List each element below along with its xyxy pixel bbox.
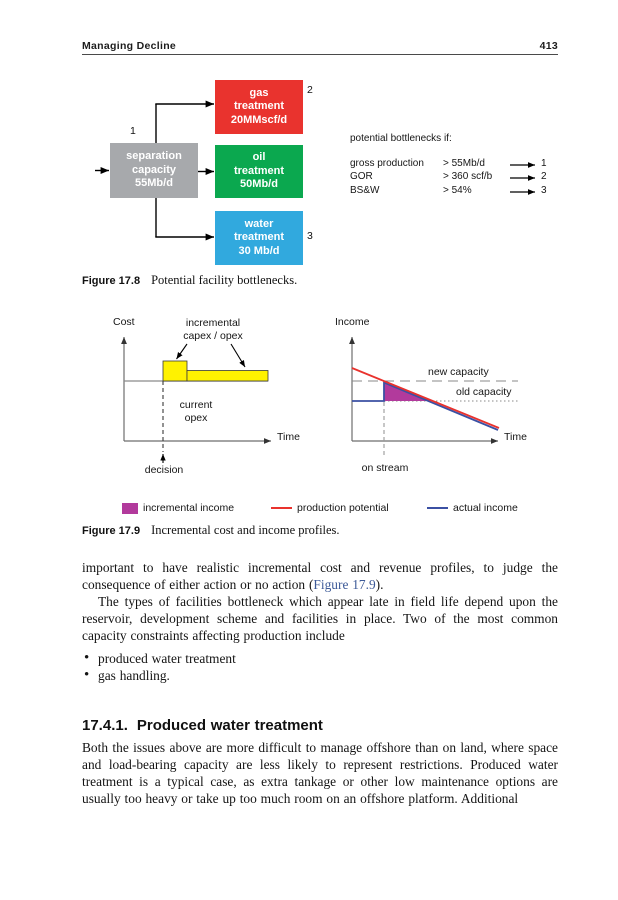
legend-label-production-potential: production potential — [297, 502, 389, 514]
bullet-icon: • — [84, 667, 90, 683]
legend-swatch-actual-income — [427, 507, 448, 509]
bottleneck-ref: 3 — [541, 185, 547, 196]
running-header: Managing Decline — [82, 40, 177, 52]
paragraph-1-end: ). — [375, 577, 384, 592]
diagram-marker-1: 1 — [130, 125, 136, 137]
diagram-marker-2: 2 — [307, 84, 313, 96]
figure-17-8-caption-text: Potential facility bottlenecks. — [151, 273, 298, 287]
legend-swatch-incremental-income — [122, 503, 138, 514]
diagram-marker-3: 3 — [307, 230, 313, 242]
new-capacity-label: new capacity — [428, 366, 489, 378]
header-rule — [82, 54, 558, 55]
bottleneck-condition: > 360 scf/b — [443, 171, 493, 182]
bottlenecks-title: potential bottlenecks if: — [350, 133, 452, 144]
page-number: 413 — [539, 40, 558, 52]
bottleneck-ref: 2 — [541, 171, 547, 182]
current-opex-label: current opex — [179, 399, 213, 424]
diagram-arrows — [95, 100, 214, 241]
paragraph-1-text: important to have realistic incremental … — [82, 560, 558, 592]
bottleneck-condition: > 54% — [443, 185, 472, 196]
time-axis-label-left: Time — [277, 431, 300, 443]
cost-axis-label: Cost — [113, 316, 135, 328]
time-axis-label-right: Time — [504, 431, 527, 443]
section-title: Produced water treatment — [136, 717, 323, 734]
bullet-item: • gas handling. — [84, 667, 558, 684]
figure-17-9-caption-label: Figure 17.9 — [82, 525, 141, 537]
section-heading: 17.4.1. Produced water treatment — [82, 717, 558, 734]
bottleneck-condition: > 55Mb/d — [443, 158, 485, 169]
oil-treatment-box: oil treatment 50Mb/d — [215, 145, 303, 198]
bottleneck-arrow — [510, 162, 535, 168]
bottleneck-ref: 1 — [541, 158, 547, 169]
legend-label-actual-income: actual income — [453, 502, 518, 514]
bullet-icon: • — [84, 650, 90, 666]
figure-17-9-caption: Figure 17.9 Incremental cost and income p… — [82, 521, 340, 539]
figure-17-8-caption-label: Figure 17.8 — [82, 275, 141, 287]
figure-17-9-charts — [121, 337, 518, 463]
separation-capacity-box: separation capacity 55Mb/d — [110, 143, 198, 198]
on-stream-label: on stream — [361, 462, 409, 474]
bottleneck-row: gross production — [350, 158, 424, 169]
paragraph-2: The types of facilities bottleneck which… — [82, 594, 558, 643]
legend-label-incremental-income: incremental income — [143, 502, 235, 514]
body-text: important to have realistic incremental … — [82, 559, 558, 807]
paragraph-3: Both the issues above are more difficult… — [82, 740, 558, 806]
bullet-text: gas handling. — [98, 668, 170, 683]
figure-17-9-caption-text: Incremental cost and income profiles. — [151, 523, 340, 537]
bullet-list: • produced water treatment • gas handling. — [84, 650, 558, 684]
legend-swatch-production-potential — [271, 507, 292, 509]
bottleneck-arrow — [510, 189, 535, 195]
bullet-text: produced water treatment — [98, 651, 236, 666]
bottleneck-row: GOR — [350, 171, 373, 182]
decision-label: decision — [144, 464, 184, 476]
bottleneck-row: BS&W — [350, 185, 380, 196]
bottleneck-arrow — [510, 175, 535, 181]
paragraph-1: important to have realistic incremental … — [82, 559, 558, 593]
old-capacity-label: old capacity — [456, 386, 512, 398]
section-number: 17.4.1. — [82, 717, 128, 734]
income-axis-label: Income — [335, 316, 370, 328]
water-treatment-box: water treatment 30 Mb/d — [215, 211, 303, 265]
bullet-item: • produced water treatment — [84, 650, 558, 667]
incremental-capex-label: incremental capex / opex — [183, 317, 243, 342]
gas-treatment-box: gas treatment 20MMscf/d — [215, 80, 303, 134]
figure-17-8-caption: Figure 17.8 Potential facility bottleneck… — [82, 271, 297, 289]
figure-17-9-link[interactable]: Figure 17.9 — [313, 577, 376, 592]
